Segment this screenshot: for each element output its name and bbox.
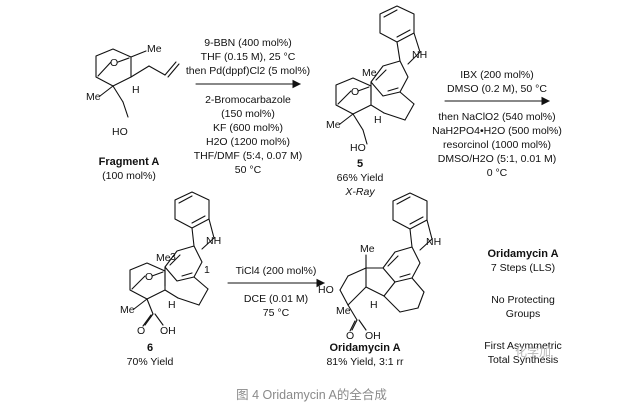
step2-bottom-line-1: then NaClO2 (540 mol%)	[438, 111, 556, 123]
compound-6-number: 6	[146, 342, 154, 354]
step1-top-line-3: then Pd(dppf)Cl2 (5 mol%)	[185, 65, 311, 77]
step1-bottom-line-2: (150 mol%)	[221, 108, 275, 120]
compound-5-yield: 66% Yield	[336, 172, 384, 184]
summary-line-3: No Protecting	[491, 294, 555, 306]
compound-5-number: 5	[356, 158, 364, 170]
step1-bottom-line-4: H2O (1200 mol%)	[205, 136, 291, 148]
compound-6-position-1: 1	[204, 264, 210, 276]
oridamycin-o-label: O	[346, 330, 355, 342]
compound-6-structure	[129, 191, 215, 327]
fragment-a-name: Fragment A	[98, 156, 160, 168]
oridamycin-ho-label: HO	[318, 284, 334, 296]
step1-top-line-1: 9-BBN (400 mol%)	[204, 37, 292, 49]
oridamycin-nh-label: NH	[426, 236, 442, 248]
step2-top-line-2: DMSO (0.2 M), 50 °C	[447, 83, 547, 95]
fragment-a-ho-label: HO	[112, 126, 128, 138]
compound-6-yield: 70% Yield	[126, 356, 174, 368]
oridamycin-a-structure	[339, 192, 433, 332]
compound-6-o2-label: O	[137, 325, 146, 337]
summary-title: Oridamycin A	[487, 248, 559, 260]
step3-bottom-line-2: 75 °C	[262, 307, 290, 319]
fragment-a-o-label: O	[110, 57, 119, 69]
figure-caption: 图 4 Oridamycin A的全合成	[236, 388, 387, 402]
step3-top-line-1: TiCl4 (200 mol%)	[235, 265, 317, 277]
compound-6-oh-label: OH	[160, 325, 176, 337]
step1-bottom-line-6: 50 °C	[234, 164, 262, 176]
compound-5-note: X-Ray	[345, 186, 375, 198]
step1-bottom-line-3: KF (600 mol%)	[212, 122, 284, 134]
compound-6-h-label: H	[168, 299, 176, 311]
step1-top-line-2: THF (0.15 M), 25 °C	[200, 51, 296, 63]
summary-line-4: Groups	[505, 308, 541, 320]
compound-6-nh-label: NH	[206, 235, 222, 247]
step2-bottom-line-5: 0 °C	[486, 167, 508, 179]
fragment-a-me-label: Me	[147, 43, 162, 55]
step3-bottom-line-1: DCE (0.01 M)	[243, 293, 309, 305]
summary-line-5: First Asymmetric	[484, 340, 562, 352]
step2-bottom-line-3: resorcinol (1000 mol%)	[443, 139, 551, 151]
oridamycin-oh-label: OH	[365, 330, 381, 342]
compound-5-me-label: Me	[362, 67, 377, 79]
oridamycin-me-label: Me	[360, 243, 375, 255]
compound-5-me2-label: Me	[326, 119, 341, 131]
compound-6-position-3: 3	[170, 251, 176, 263]
compound-5-nh-label: NH	[412, 49, 428, 61]
step1-bottom-line-5: THF/DMF (5:4, 0.07 M)	[193, 150, 303, 162]
summary-line-6: Total Synthesis	[487, 354, 559, 366]
compound-6-me-label: Me	[156, 252, 171, 264]
step2-bottom-line-2: NaH2PO4•H2O (500 mol%)	[432, 125, 562, 137]
compound-6-me2-label: Me	[120, 304, 135, 316]
fragment-a-amount: (100 mol%)	[102, 170, 156, 182]
watermark: 化学加	[515, 345, 552, 359]
compound-5-ho-label: HO	[350, 142, 366, 154]
oridamycin-h-label: H	[370, 299, 378, 311]
summary-steps: 7 Steps (LLS)	[490, 262, 556, 274]
step1-bottom-line-1: 2-Bromocarbazole	[205, 94, 291, 106]
compound-5-h-label: H	[374, 114, 382, 126]
compound-5-o-label: O	[351, 86, 360, 98]
compound-5-structure	[335, 5, 421, 145]
compound-6-o-label: O	[145, 271, 154, 283]
fragment-a-structure	[95, 48, 180, 118]
fragment-a-me2-label: Me	[86, 91, 101, 103]
step2-bottom-line-4: DMSO/H2O (5:1, 0.01 M)	[437, 153, 557, 165]
oridamycin-me2-label: Me	[336, 305, 351, 317]
oridamycin-yield: 81% Yield, 3:1 rr	[326, 356, 404, 368]
step2-top-line-1: IBX (200 mol%)	[460, 69, 534, 81]
oridamycin-name: Oridamycin A	[329, 342, 401, 354]
fragment-a-h-label: H	[132, 84, 140, 96]
